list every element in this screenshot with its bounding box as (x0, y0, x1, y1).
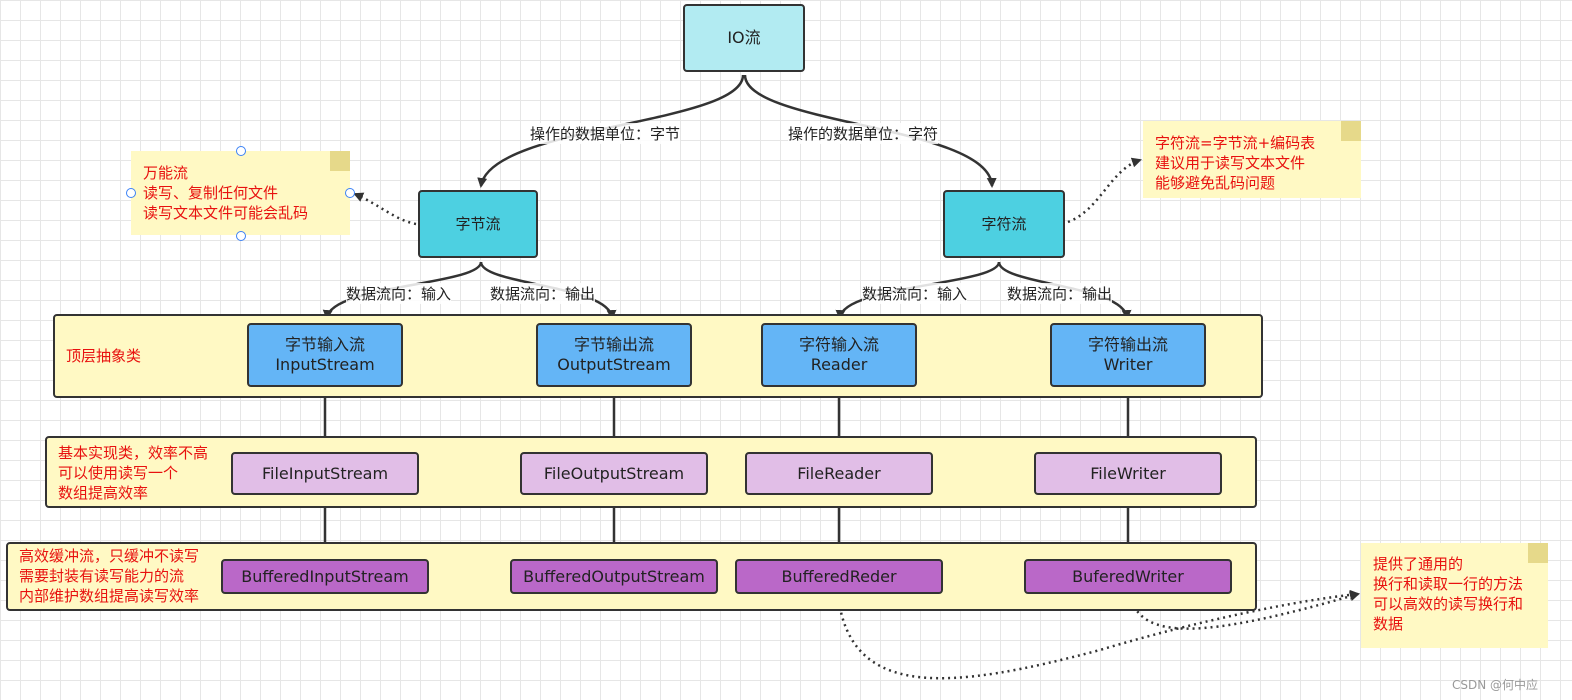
note-fold (1341, 121, 1361, 141)
dotted-byte-note (353, 192, 417, 226)
file-reader-node[interactable]: FileReader (745, 452, 933, 495)
edge-label-char: 操作的数据单位：字符 (788, 123, 939, 144)
note-line: 建议用于读写文本文件 (1155, 154, 1306, 172)
node-cn: 字节输入流 (284, 335, 365, 354)
node-label: BuferedWriter (1072, 566, 1184, 586)
root-node[interactable]: IO流 (683, 4, 805, 72)
reader-node[interactable]: 字符输入流 Reader (761, 323, 917, 387)
band-basic-line: 数组提高效率 (58, 484, 149, 502)
note-line: 读写、复制任何文件 (143, 184, 279, 202)
band-buffered-line: 高效缓冲流，只缓冲不读写 (19, 547, 200, 565)
note-line: 万能流 (143, 164, 189, 182)
file-output-stream-node[interactable]: FileOutputStream (520, 452, 708, 495)
node-en: InputStream (275, 355, 375, 374)
node-label: FileReader (797, 463, 881, 483)
flow-label-byte-in: 数据流向：输入 (346, 283, 452, 304)
node-label: FileOutputStream (543, 463, 685, 483)
buffered-note[interactable]: 提供了通用的 换行和读取一行的方法 可以高效的读写换行和 数据 (1361, 543, 1548, 648)
output-stream-node[interactable]: 字节输出流 OutputStream (536, 323, 692, 387)
note-line: 能够避免乱码问题 (1155, 174, 1276, 192)
file-input-stream-node[interactable]: FileInputStream (231, 452, 419, 495)
band-basic-line: 基本实现类，效率不高 (58, 444, 209, 462)
char-stream-label: 字符流 (981, 215, 1027, 233)
node-cn: 字节输出流 (573, 335, 654, 354)
writer-node[interactable]: 字符输出流 Writer (1050, 323, 1206, 387)
note-fold (1528, 543, 1548, 563)
byte-stream-note[interactable]: 万能流 读写、复制任何文件 读写文本文件可能会乱码 (131, 151, 350, 235)
band-basic-label: 基本实现类，效率不高 可以使用读写一个 数组提高效率 (58, 443, 208, 503)
flow-label-byte-out: 数据流向：输出 (490, 283, 596, 304)
byte-stream-node[interactable]: 字节流 (418, 190, 538, 258)
selection-handle[interactable] (236, 146, 246, 156)
buffered-writer-node[interactable]: BuferedWriter (1024, 559, 1232, 594)
note-fold (330, 151, 350, 171)
selection-handle[interactable] (345, 188, 355, 198)
band-basic-line: 可以使用读写一个 (58, 464, 179, 482)
node-en: Reader (810, 355, 868, 374)
note-line: 数据 (1373, 615, 1404, 633)
node-en: Writer (1103, 355, 1153, 374)
node-label: BufferedReder (781, 566, 897, 586)
node-cn: 字符输入流 (798, 335, 879, 354)
band-buffered-line: 内部维护数组提高读写效率 (19, 587, 200, 605)
buffered-output-stream-node[interactable]: BufferedOutputStream (510, 559, 718, 594)
node-label: BufferedOutputStream (523, 566, 705, 586)
root-label: IO流 (727, 28, 761, 47)
note-line: 读写文本文件可能会乱码 (143, 204, 309, 222)
node-cn: 字符输出流 (1087, 335, 1168, 354)
selection-handle[interactable] (126, 188, 136, 198)
edge-label-byte: 操作的数据单位：字节 (530, 123, 681, 144)
note-line: 可以高效的读写换行和 (1373, 595, 1524, 613)
node-label: FileInputStream (261, 463, 389, 483)
buffered-reader-node[interactable]: BufferedReder (735, 559, 943, 594)
note-line: 提供了通用的 (1373, 555, 1464, 573)
band-buffered-line: 需要封装有读写能力的流 (19, 567, 185, 585)
node-label: BufferedInputStream (241, 566, 409, 586)
selection-handle[interactable] (236, 231, 246, 241)
node-en: OutputStream (557, 355, 671, 374)
byte-stream-label: 字节流 (455, 215, 501, 233)
node-label: FileWriter (1090, 463, 1166, 483)
dotted-char-note (1067, 157, 1142, 224)
note-line: 换行和读取一行的方法 (1373, 575, 1524, 593)
file-writer-node[interactable]: FileWriter (1034, 452, 1222, 495)
flow-label-char-out: 数据流向：输出 (1007, 283, 1113, 304)
flow-label-char-in: 数据流向：输入 (862, 283, 968, 304)
char-stream-note[interactable]: 字符流=字节流+编码表 建议用于读写文本文件 能够避免乱码问题 (1143, 121, 1361, 198)
input-stream-node[interactable]: 字节输入流 InputStream (247, 323, 403, 387)
char-stream-node[interactable]: 字符流 (943, 190, 1065, 258)
note-line: 字符流=字节流+编码表 (1155, 134, 1316, 152)
band-abstract-label: 顶层抽象类 (66, 347, 142, 365)
buffered-input-stream-node[interactable]: BufferedInputStream (221, 559, 429, 594)
band-buffered-label: 高效缓冲流，只缓冲不读写 需要封装有读写能力的流 内部维护数组提高读写效率 (19, 546, 199, 606)
watermark: CSDN @何中应 (1452, 678, 1539, 692)
